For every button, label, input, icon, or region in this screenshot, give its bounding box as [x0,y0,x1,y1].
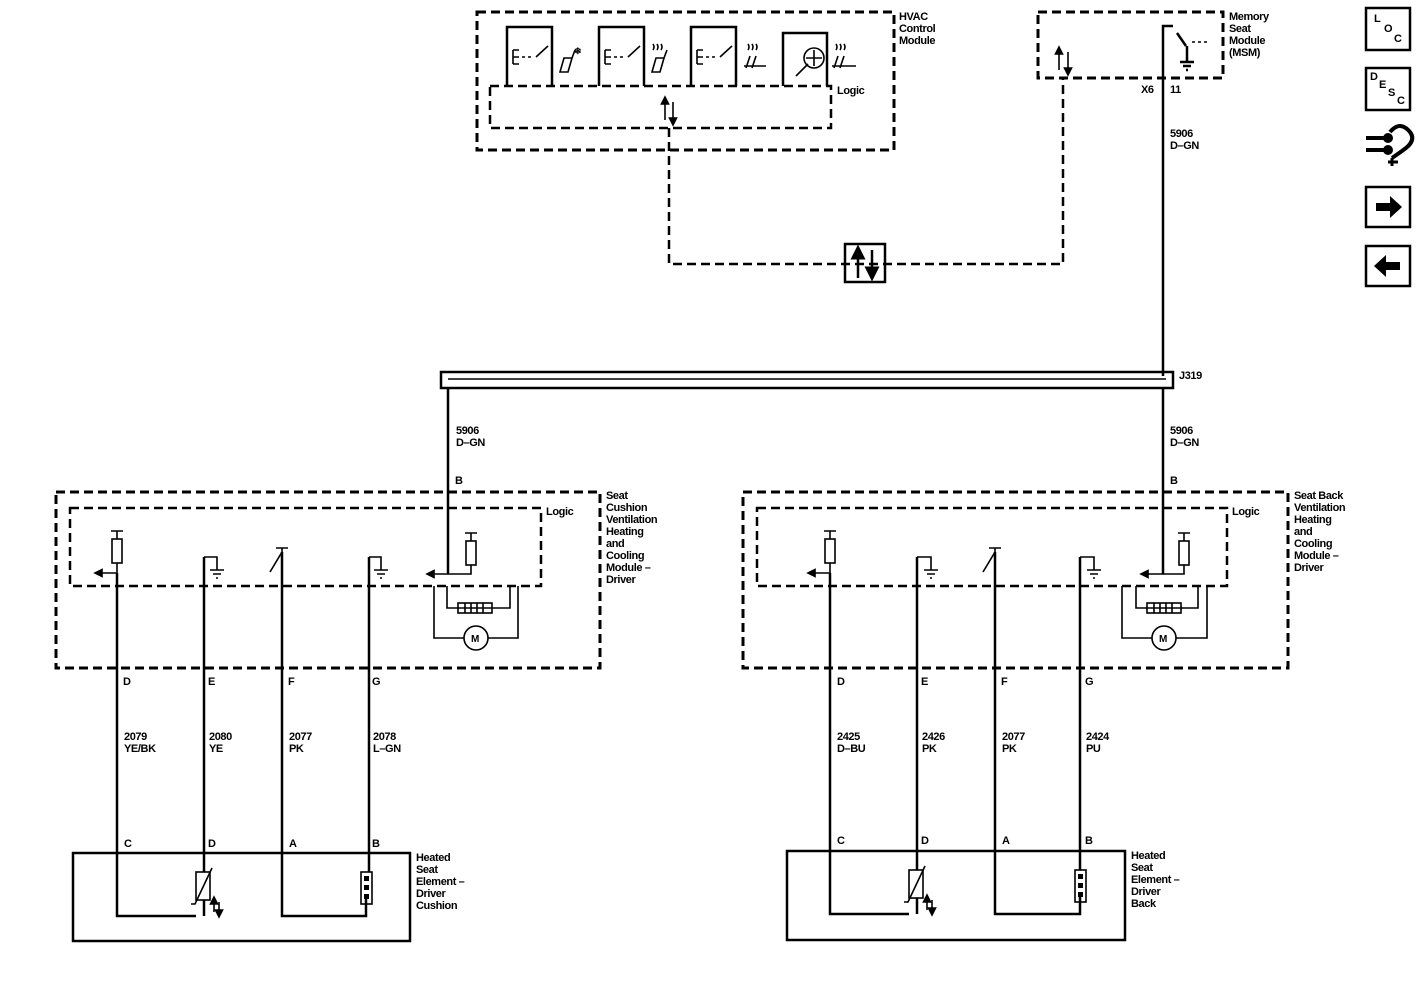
cushion-element-label: Heated Seat Element – Driver Cushion [416,852,467,912]
wire-to-back-label: 5906 D–GN [1170,425,1199,449]
arrow-left-icon [1374,255,1400,277]
splice-label: J319 [1179,370,1202,382]
heated-seat-switch-icon: ❄ [505,25,582,86]
back-heater-element-icon [1074,869,1087,903]
msm-pin: 11 [1170,84,1181,96]
harness-icon [1366,124,1415,166]
location-button[interactable]: L O C [1364,6,1412,52]
svg-text:S: S [1388,87,1395,99]
cushion-pin-f: F [288,676,295,688]
back-element-pin-c: C [837,835,845,847]
serial-data-junction-icon [843,242,887,284]
wire-msm-out-label: 5906 D–GN [1170,128,1199,152]
back-element-pin-b: B [1085,835,1093,847]
description-button[interactable]: D E S C [1364,66,1412,112]
cushion-input-icon [425,532,477,579]
back-pin-f: F [1001,676,1008,688]
back-element-pin-d: D [921,835,929,847]
back-pin-e: E [921,676,928,688]
back-logic-label: Logic [1232,506,1260,518]
back-pin-b: B [1170,475,1178,487]
hvac-control-module: Logic HVAC Control Module ❄ [475,10,938,152]
wire-back-d [828,573,919,916]
cushion-ground-e-icon [204,556,224,579]
cushion-element-pin-d: D [208,838,216,850]
cushion-module-label: Seat Cushion Ventilation Heating and Coo… [606,490,660,586]
wire-to-cushion-label: 5906 D–GN [456,425,485,449]
wire-cushion-d [115,573,206,918]
heated-seat-element-back: Heated Seat Element – Driver Back [785,849,1182,942]
cushion-element-pin-a: A [289,838,297,850]
cushion-pullup-resistor-icon [93,530,123,578]
serial-data-link [667,78,1065,266]
msm-label: Memory Seat Module (MSM) [1229,11,1271,59]
cushion-pin-g: G [372,676,380,688]
next-page-button[interactable] [1364,185,1412,229]
cushion-ground-g-icon [369,556,388,579]
memory-seat-module: Memory Seat Module (MSM) X6 11 [1036,10,1271,96]
back-switch-icon [982,547,1001,573]
display-heater-icon [781,31,856,86]
back-pullup-resistor-icon [806,530,836,578]
svg-text:M: M [1159,634,1167,645]
hvac-module-label: HVAC Control Module [899,11,938,47]
svg-text:C: C [1394,33,1402,45]
cushion-pin-b: B [455,475,463,487]
cushion-switch-icon [269,547,288,573]
back-pin-d: D [837,676,845,688]
seat-back-module: Logic Seat Back Ventilation Heating and … [741,490,1348,670]
connector-harness-button[interactable] [1366,124,1415,166]
cushion-heater-element-icon [360,871,373,905]
cushion-pin-e: E [208,676,215,688]
cushion-pin-d: D [123,676,131,688]
wire-back-f [993,552,1082,916]
back-thermistor-icon [904,865,937,917]
msm-switch-icon [1161,24,1210,85]
heated-seat-element-cushion: Heated Seat Element – Driver Cushion [71,851,467,943]
splice-pack: J319 [439,370,1203,390]
msm-connector: X6 [1141,84,1154,96]
wire-cushion-f [280,552,368,918]
seat-back-heat-switch-icon [689,25,766,86]
svg-text:O: O [1384,23,1393,35]
svg-text:C: C [1397,95,1405,107]
msm-serial-data-icon [1054,45,1073,77]
seat-cushion-module: Logic Seat Cushion Ventilation Heating a… [54,490,660,670]
arrow-right-icon [1376,196,1402,218]
svg-text:D: D [1370,71,1378,83]
cushion-logic-label: Logic [546,506,574,518]
back-input-icon [1139,532,1190,579]
back-ground-g-icon [1080,556,1101,579]
svg-text:M: M [471,634,479,645]
previous-page-button[interactable] [1364,244,1412,288]
back-pin-g: G [1085,676,1093,688]
back-module-label: Seat Back Ventilation Heating and Coolin… [1294,490,1348,574]
cushion-thermistor-icon [191,867,224,919]
cushion-element-pin-c: C [124,838,132,850]
cushion-blower-motor-icon: M [433,586,519,651]
svg-text:E: E [1379,79,1386,91]
back-ground-e-icon [917,556,938,579]
cushion-element-pin-b: B [372,838,380,850]
svg-text:❄: ❄ [574,46,581,56]
hvac-logic-label: Logic [837,85,865,97]
seat-heat-switch-icon [597,25,668,86]
svg-text:L: L [1374,13,1381,25]
back-blower-motor-icon: M [1121,586,1208,651]
back-element-pin-a: A [1002,835,1010,847]
serial-data-icon [660,95,678,127]
back-element-label: Heated Seat Element – Driver Back [1131,850,1182,910]
